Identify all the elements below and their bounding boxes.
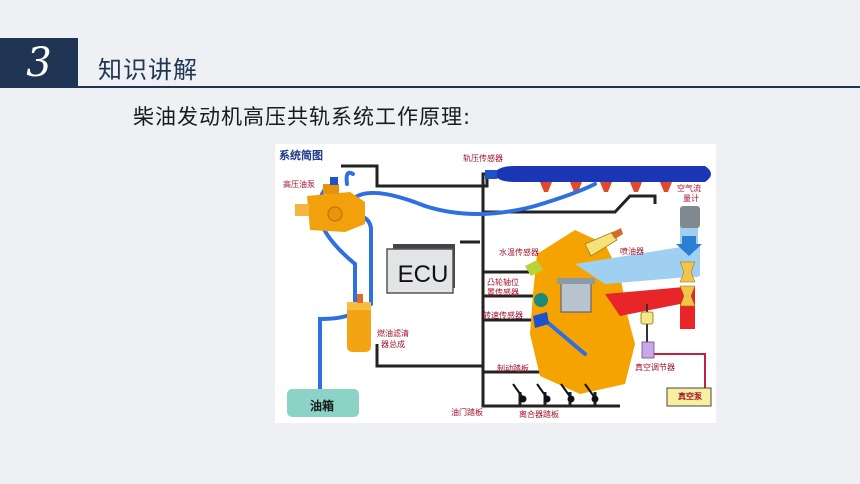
water-temp-sensor bbox=[525, 260, 543, 276]
exhaust-manifold bbox=[605, 286, 695, 329]
camshaft-sensor bbox=[534, 293, 548, 307]
ecu-box bbox=[386, 244, 455, 294]
diagram-title: 系统简图 bbox=[279, 149, 323, 162]
fuel-tank bbox=[287, 389, 359, 417]
common-rail-diagram: 系统简图 ECU 油箱 真空泵 高压油泵 轨压传感器 空气流 量计 喷油器 水温… bbox=[275, 144, 716, 423]
label-injector: 喷油器 bbox=[620, 247, 644, 256]
speed-sensor bbox=[533, 312, 549, 328]
vacuum-pump-label: 真空泵 bbox=[678, 391, 702, 401]
diagram-drawing bbox=[287, 164, 712, 417]
injector bbox=[584, 231, 618, 257]
label-air-flow-meter-2: 量计 bbox=[683, 194, 699, 203]
vacuum-regulator bbox=[640, 304, 655, 359]
ecu-label: ECU bbox=[397, 261, 449, 288]
air-flow-meter bbox=[680, 206, 700, 228]
label-fuel-filter-1: 燃油滤清 bbox=[377, 329, 409, 338]
rail-pressure-sensor bbox=[485, 170, 497, 179]
label-fuel-filter-2: 器总成 bbox=[381, 340, 405, 349]
label-water-temp-sensor: 水温传感器 bbox=[499, 248, 539, 257]
air-flow-arrow bbox=[676, 236, 702, 256]
fuel-tank-label: 油箱 bbox=[309, 399, 334, 413]
section-divider bbox=[78, 86, 860, 88]
label-speed-sensor: 转速传感器 bbox=[483, 311, 523, 320]
label-throttle-pedal: 油门踏板 bbox=[451, 408, 483, 417]
label-high-pressure-pump: 高压油泵 bbox=[283, 180, 315, 189]
section-number-text: 3 bbox=[26, 40, 52, 86]
label-camshaft-sensor-1: 凸轮轴位 bbox=[487, 278, 519, 287]
common-rail bbox=[495, 166, 711, 182]
label-camshaft-sensor-2: 置传感器 bbox=[487, 288, 519, 297]
label-brake-pedal: 制动踏板 bbox=[497, 364, 529, 373]
intake-manifold bbox=[575, 244, 700, 284]
section-number: 3 bbox=[0, 38, 78, 88]
piston bbox=[560, 281, 592, 313]
section-title: 知识讲解 bbox=[98, 56, 198, 84]
high-pressure-pump bbox=[295, 177, 365, 232]
label-air-flow-meter-1: 空气流 bbox=[677, 184, 701, 193]
vacuum-pump bbox=[666, 387, 712, 407]
pedals bbox=[512, 383, 599, 403]
label-clutch-pedal: 离合器踏板 bbox=[519, 410, 559, 419]
vacuum-line bbox=[653, 353, 706, 389]
slide-subtitle: 柴油发动机高压共轨系统工作原理: bbox=[133, 105, 472, 129]
label-vacuum-regulator: 真空调节器 bbox=[635, 363, 675, 372]
label-rail-pressure-sensor: 轨压传感器 bbox=[463, 154, 503, 163]
rail-injectors bbox=[540, 182, 672, 192]
fuel-filter bbox=[347, 294, 371, 352]
